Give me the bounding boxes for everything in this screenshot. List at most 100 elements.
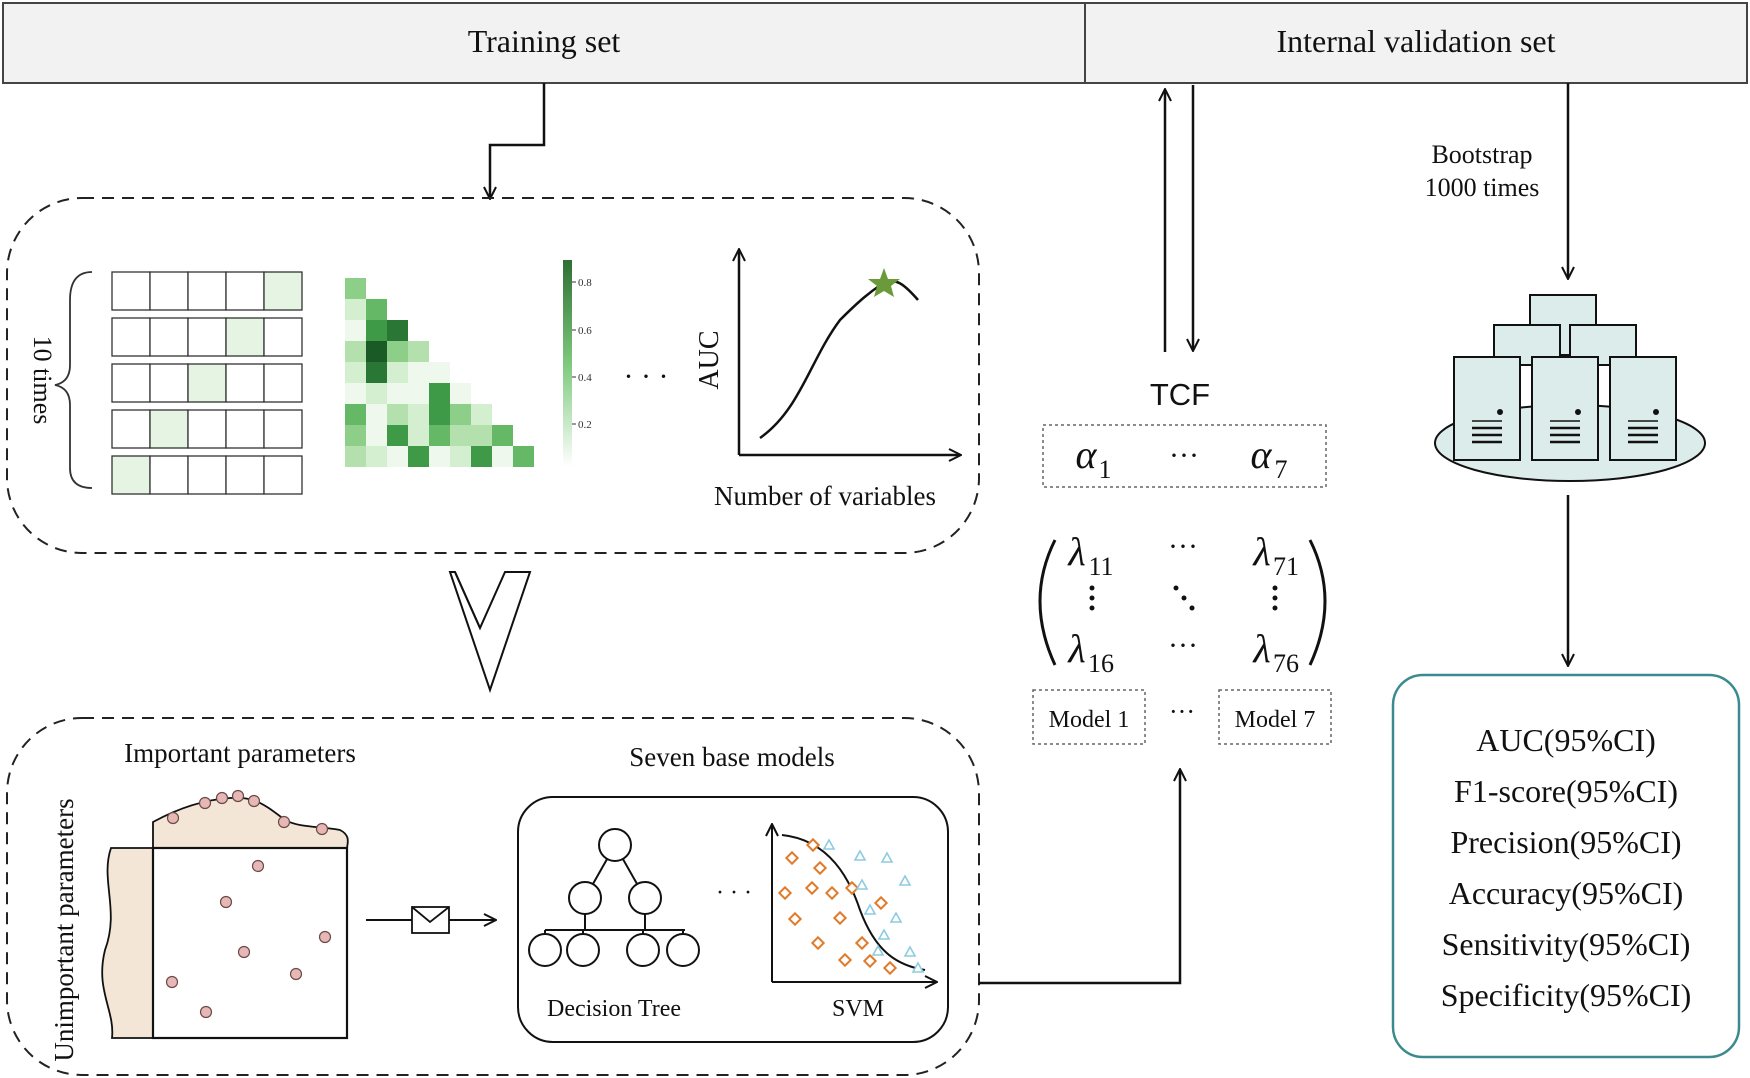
heatmap-cell bbox=[429, 446, 450, 467]
heatmap-cell bbox=[345, 446, 366, 467]
svm-class-a-marker bbox=[804, 880, 820, 896]
cv-fold-cell bbox=[111, 363, 151, 403]
svm-class-b-marker bbox=[853, 849, 867, 861]
server-towers bbox=[1453, 356, 1677, 461]
lambda-bottom-left-sub: 16 bbox=[1088, 649, 1114, 678]
cv-fold-cell bbox=[111, 317, 151, 357]
lambda-bottom-right-sub: 76 bbox=[1273, 649, 1299, 678]
metric-item: Accuracy(95%CI) bbox=[1449, 875, 1684, 911]
parameter-point bbox=[219, 895, 233, 909]
matrix-top-dots: ··· bbox=[1168, 530, 1198, 563]
heatmap-cell bbox=[366, 299, 387, 320]
parameter-point bbox=[315, 822, 329, 836]
svm-class-a-marker bbox=[787, 911, 803, 927]
parameter-point bbox=[198, 796, 212, 810]
heatmap-cell bbox=[345, 425, 366, 446]
svm-label: SVM bbox=[832, 996, 884, 1022]
unimportant-label: Unimportant parameters bbox=[49, 798, 79, 1061]
heatmap-cell bbox=[408, 383, 429, 404]
heatmap-cell bbox=[450, 404, 471, 425]
svm-class-b-markers bbox=[822, 838, 925, 973]
heatmap-cell bbox=[345, 299, 366, 320]
colorbar-ticks: 0.8 0.6 0.4 0.2 bbox=[572, 277, 592, 431]
lambda-top-right-sub: 71 bbox=[1273, 552, 1299, 581]
bootstrap-line2: 1000 times bbox=[1425, 173, 1540, 202]
svm-class-a-marker bbox=[873, 895, 889, 911]
variables-axis-label: Number of variables bbox=[714, 481, 936, 511]
heatmap-cell bbox=[492, 425, 513, 446]
hollow-arrow-inner bbox=[454, 571, 481, 629]
model-7-box bbox=[1218, 689, 1332, 745]
heatmap-cell bbox=[408, 362, 429, 383]
matrix-bottom-dots: ··· bbox=[1168, 629, 1198, 662]
cv-fold-cell bbox=[263, 409, 303, 449]
bootstrap-line1: Bootstrap bbox=[1431, 140, 1532, 169]
svm-class-a-marker bbox=[882, 960, 898, 976]
heatmap-cell bbox=[345, 362, 366, 383]
matrix-left-paren bbox=[1038, 539, 1057, 666]
validation-set-label: Internal validation set bbox=[1276, 23, 1555, 59]
cv-fold-cell bbox=[187, 363, 227, 403]
svm-class-b-marker bbox=[898, 874, 912, 886]
heatmap-cell bbox=[366, 341, 387, 362]
svm-class-b-marker bbox=[889, 911, 903, 923]
heatmap-cell bbox=[366, 446, 387, 467]
heatmap-cell bbox=[408, 341, 429, 362]
heatmap-cell bbox=[408, 446, 429, 467]
auc-curve-plot: AUC Number of variables bbox=[694, 250, 960, 511]
lambda-top-left: λ bbox=[1067, 529, 1085, 574]
heatmap-cell bbox=[492, 446, 513, 467]
svm-class-b-marker bbox=[863, 903, 877, 915]
parameter-points bbox=[165, 789, 332, 1019]
metric-item: F1-score(95%CI) bbox=[1454, 773, 1678, 809]
correlation-heatmap bbox=[345, 278, 534, 467]
colorbar bbox=[563, 260, 572, 467]
cv-fold-cell bbox=[111, 271, 151, 311]
svm-class-a-marker bbox=[862, 953, 878, 969]
heatmap-cell bbox=[471, 404, 492, 425]
tcf-section: TCF α 1 ··· α 7 λ 11 ··· λ 71 λ 16 bbox=[1032, 377, 1332, 745]
metrics-box bbox=[1391, 673, 1741, 1059]
svm-class-a-marker bbox=[812, 860, 828, 876]
cv-fold-cell bbox=[263, 363, 303, 403]
parameter-point bbox=[199, 1005, 213, 1019]
heatmap-cell bbox=[387, 446, 408, 467]
parameter-space-box bbox=[151, 846, 349, 1040]
metric-item: Sensitivity(95%CI) bbox=[1442, 926, 1691, 962]
validation-set-box bbox=[1084, 2, 1748, 84]
parameter-point bbox=[277, 815, 291, 829]
training-set-label: Training set bbox=[468, 23, 621, 59]
cv-fold-cell bbox=[225, 455, 265, 495]
alpha-weights-box bbox=[1042, 424, 1327, 488]
heatmap-cell bbox=[366, 425, 387, 446]
colorbar-tick-label: 0.4 bbox=[578, 372, 592, 384]
heatmap-cell bbox=[366, 362, 387, 383]
base-models-label: Seven base models bbox=[629, 742, 834, 772]
feature-selection-frame bbox=[6, 197, 980, 554]
alpha-first-sub: 1 bbox=[1099, 455, 1112, 484]
heatmap-cell bbox=[345, 341, 366, 362]
alpha-last-sub: 7 bbox=[1275, 455, 1288, 484]
metric-item: Specificity(95%CI) bbox=[1441, 977, 1692, 1013]
optimum-star-icon bbox=[868, 268, 900, 297]
colorbar-tick-label: 0.8 bbox=[578, 277, 592, 289]
repeat-brace bbox=[54, 271, 93, 489]
svm-class-b-marker bbox=[877, 928, 891, 940]
metrics-list: AUC(95%CI) F1-score(95%CI) Precision(95%… bbox=[1441, 722, 1692, 1013]
svm-class-b-marker bbox=[871, 944, 885, 956]
parameter-point bbox=[166, 811, 180, 825]
heatmap-cell bbox=[450, 383, 471, 404]
model-1-box bbox=[1032, 689, 1146, 745]
heatmap-cell bbox=[345, 320, 366, 341]
model-ellipsis: ··· bbox=[1169, 697, 1195, 726]
cv-fold-cell bbox=[225, 271, 265, 311]
important-label: Important parameters bbox=[124, 738, 356, 768]
parameter-point bbox=[237, 945, 251, 959]
cv-fold-cell bbox=[149, 317, 189, 357]
cv-fold-cell bbox=[225, 409, 265, 449]
server-tower bbox=[1531, 356, 1599, 461]
alpha-first: α bbox=[1076, 432, 1098, 477]
heatmap-cell bbox=[471, 425, 492, 446]
heatmap-cell bbox=[387, 362, 408, 383]
